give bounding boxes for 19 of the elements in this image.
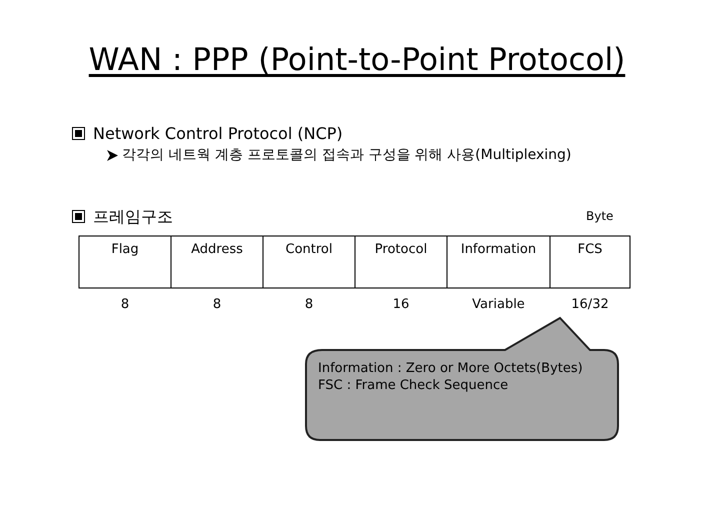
field-name: Flag — [110, 242, 140, 257]
bullet-text: 프레임구조 — [93, 207, 173, 228]
field-size: Variable — [471, 297, 526, 312]
callout-text: Information : Zero or More Octets(Bytes) — [318, 360, 583, 377]
field-size: 16/32 — [570, 297, 610, 312]
bullet-text: Network Control Protocol (NCP) — [93, 124, 343, 143]
field-size: 8 — [304, 297, 314, 312]
field-size: 16 — [392, 297, 410, 312]
field-name: FCS — [576, 242, 604, 257]
sub-bullet-text: 각각의 네트웍 계층 프로토콜의 접속과 구성을 위해 사용(Multiplexing) — [122, 146, 572, 164]
field-name: Protocol — [374, 242, 428, 257]
unit-label: Byte — [586, 209, 614, 223]
callout-text: FSC : Frame Check Sequence — [318, 377, 510, 394]
field-name: Control — [284, 242, 334, 257]
field-name: Information — [460, 242, 538, 257]
field-name: Address — [190, 242, 244, 257]
field-size: 8 — [212, 297, 222, 312]
slide-title: WAN : PPP (Point-to-Point Protocol) — [88, 42, 626, 78]
field-size: 8 — [120, 297, 130, 312]
